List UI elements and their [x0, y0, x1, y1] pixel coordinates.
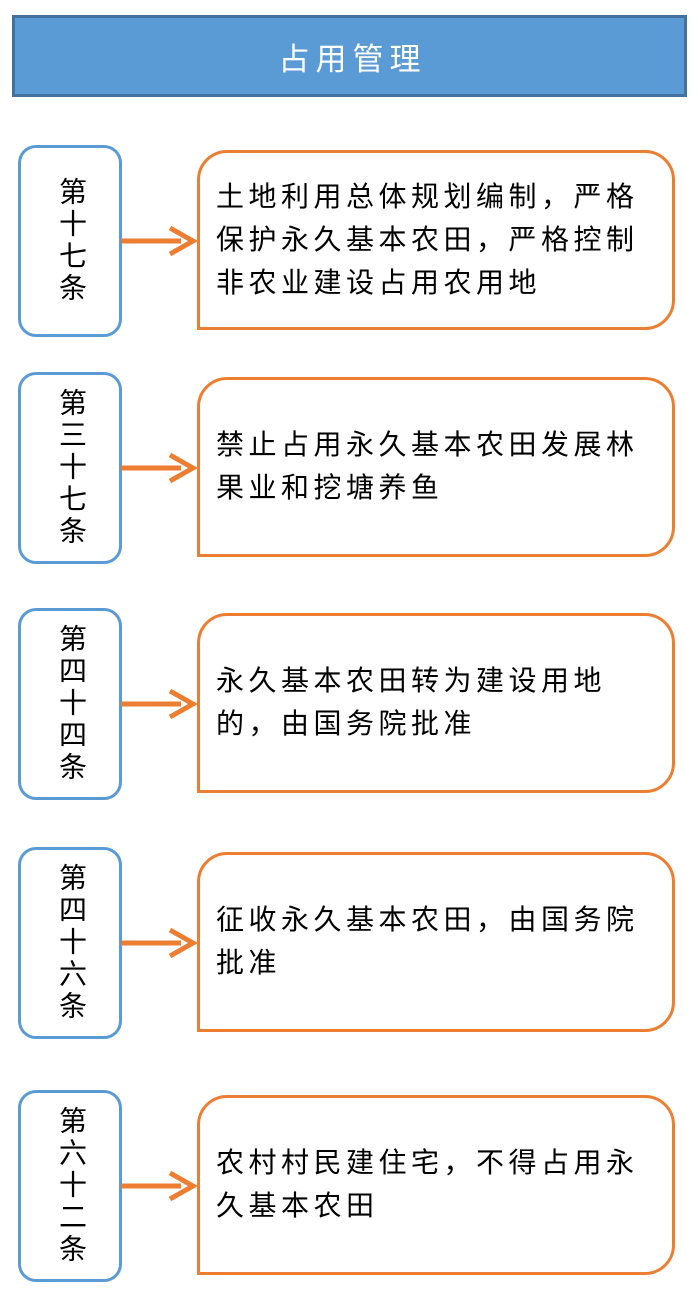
article-content-text: 农村村民建住宅，不得占用永久基本农田: [216, 1148, 639, 1222]
article-content-text: 土地利用总体规划编制，严格保护永久基本农田，严格控制非农业建设占用农用地: [216, 181, 639, 299]
diagram-title-bar: 占用管理: [12, 15, 687, 97]
article-number-box: 第十七条: [18, 145, 122, 337]
article-number-label: 第三十七条: [55, 388, 86, 548]
diagram-row-article-17: 第十七条 土地利用总体规划编制，严格保护永久基本农田，严格控制非农业建设占用农用…: [0, 145, 698, 337]
article-content-text: 永久基本农田转为建设用地的，由国务院批准: [216, 666, 607, 740]
article-content-text: 征收永久基本农田，由国务院批准: [216, 905, 639, 979]
diagram-row-article-46: 第四十六条 征收永久基本农田，由国务院批准: [0, 847, 698, 1039]
diagram-row-article-37: 第三十七条 禁止占用永久基本农田发展林果业和挖塘养鱼: [0, 372, 698, 564]
article-number-label: 第十七条: [55, 177, 86, 305]
article-content-box: 禁止占用永久基本农田发展林果业和挖塘养鱼: [197, 377, 675, 557]
diagram-row-article-44: 第四十四条 永久基本农田转为建设用地的，由国务院批准: [0, 608, 698, 800]
arrow-right-icon: [121, 1167, 198, 1205]
article-number-box: 第四十四条: [18, 608, 122, 800]
arrow-right-icon: [121, 222, 198, 260]
diagram-row-article-62: 第六十二条 农村村民建住宅，不得占用永久基本农田: [0, 1090, 698, 1282]
article-number-label: 第六十二条: [55, 1106, 86, 1266]
arrow-right-icon: [121, 449, 198, 487]
article-number-box: 第六十二条: [18, 1090, 122, 1282]
article-content-box: 农村村民建住宅，不得占用永久基本农田: [197, 1095, 675, 1275]
article-number-box: 第三十七条: [18, 372, 122, 564]
article-number-label: 第四十四条: [55, 624, 86, 784]
page-title: 占用管理: [278, 41, 427, 77]
article-number-label: 第四十六条: [55, 863, 86, 1023]
article-content-box: 土地利用总体规划编制，严格保护永久基本农田，严格控制非农业建设占用农用地: [197, 150, 675, 330]
article-number-box: 第四十六条: [18, 847, 122, 1039]
arrow-right-icon: [121, 685, 198, 723]
article-content-box: 永久基本农田转为建设用地的，由国务院批准: [197, 613, 675, 793]
article-content-text: 禁止占用永久基本农田发展林果业和挖塘养鱼: [216, 430, 639, 504]
arrow-right-icon: [121, 924, 198, 962]
article-content-box: 征收永久基本农田，由国务院批准: [197, 852, 675, 1032]
